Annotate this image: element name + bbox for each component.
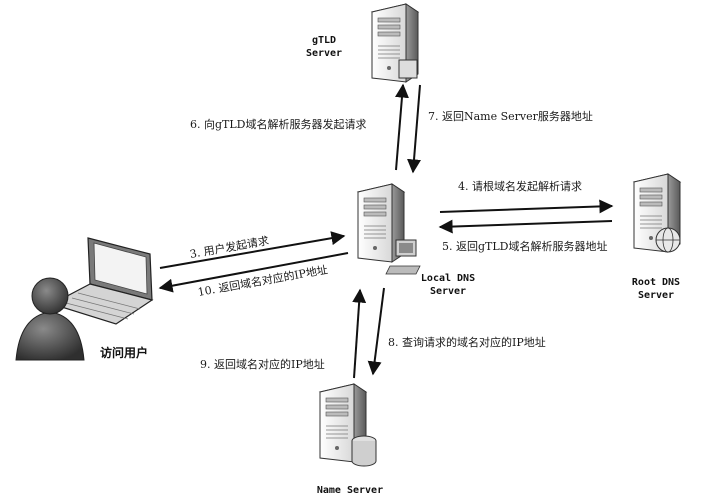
step-4-label: 4. 请根域名发起解析请求 bbox=[458, 180, 582, 193]
arrow-step-7 bbox=[407, 84, 421, 174]
step-9-label: 9. 返回域名对应的IP地址 bbox=[200, 358, 325, 371]
arrow-step-6 bbox=[394, 83, 409, 171]
arrow-step-4 bbox=[439, 199, 614, 214]
root-label-line2: Server bbox=[637, 290, 675, 301]
step-5-label: 5. 返回gTLD域名解析服务器地址 bbox=[442, 240, 608, 253]
gtld-server-icon bbox=[371, 3, 419, 83]
laptop-icon bbox=[50, 237, 154, 325]
name-label-line1: Name Server bbox=[316, 485, 384, 496]
local-dns-server-icon bbox=[357, 183, 421, 275]
local-dns-server-label: Local DNS Server bbox=[408, 272, 488, 298]
arrows bbox=[158, 83, 614, 379]
gtld-server-label: gTLD Server bbox=[296, 34, 352, 60]
root-label-line1: Root DNS bbox=[631, 277, 681, 288]
name-server-label: Name Server bbox=[298, 484, 402, 497]
arrow-step-9 bbox=[352, 288, 367, 379]
gtld-label-line2: Server bbox=[305, 48, 343, 59]
arrow-step-5 bbox=[438, 219, 613, 234]
step-7-label: 7. 返回Name Server服务器地址 bbox=[428, 110, 593, 123]
local-label-line2: Server bbox=[429, 286, 467, 297]
step-8-label: 8. 查询请求的域名对应的IP地址 bbox=[388, 336, 546, 349]
root-dns-server-icon bbox=[633, 173, 681, 253]
root-dns-server-label: Root DNS Server bbox=[618, 276, 694, 302]
gtld-label-line1: gTLD bbox=[311, 35, 337, 46]
arrow-step-8 bbox=[367, 287, 385, 376]
user-person-icon bbox=[15, 277, 85, 361]
arrow-step-3 bbox=[159, 231, 346, 269]
user-label: 访问用户 bbox=[100, 346, 149, 360]
arrow-step-10 bbox=[158, 252, 349, 293]
name-server-icon bbox=[319, 383, 377, 467]
local-label-line1: Local DNS bbox=[420, 273, 476, 284]
step-6-label: 6. 向gTLD域名解析服务器发起请求 bbox=[190, 118, 367, 131]
